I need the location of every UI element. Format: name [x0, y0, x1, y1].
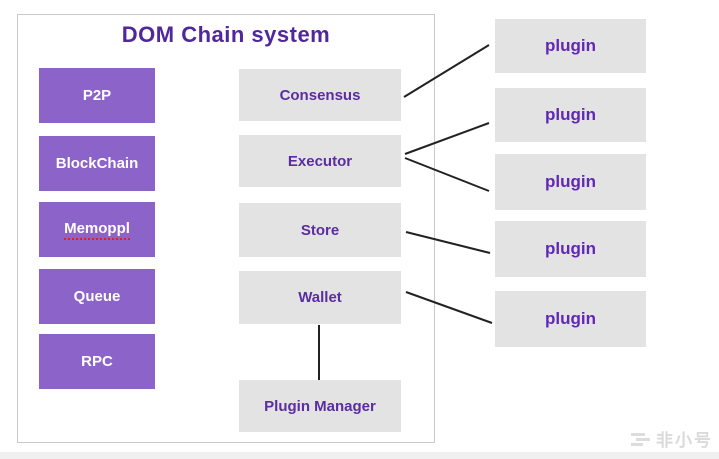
plugin-box-2-label: plugin	[545, 105, 596, 124]
panel-executor: Executor	[239, 135, 401, 187]
plugin-box-4-label: plugin	[545, 239, 596, 258]
plugin-box-3-label: plugin	[545, 172, 596, 191]
watermark-logo-icon	[631, 432, 650, 446]
plugin-box-1: plugin	[495, 19, 646, 73]
panel-wallet-label: Wallet	[298, 289, 342, 306]
diagram-title: DOM Chain system	[121, 22, 331, 47]
plugin-box-3: plugin	[495, 154, 646, 210]
bottom-edge-band	[0, 452, 719, 459]
panel-wallet: Wallet	[239, 271, 401, 324]
plugin-box-1-label: plugin	[545, 36, 596, 55]
panel-store-label: Store	[300, 221, 340, 239]
module-queue-label: Queue	[73, 288, 121, 305]
plugin-box-5: plugin	[495, 291, 646, 347]
module-memoppl-label: Memoppl	[64, 220, 130, 240]
module-blockchain: BlockChain	[39, 136, 155, 191]
module-p2p: P2P	[39, 68, 155, 123]
plugin-box-5-label: plugin	[545, 309, 596, 328]
plugin-box-4: plugin	[495, 221, 646, 277]
module-memoppl: Memoppl	[39, 202, 155, 257]
panel-plugin-manager: Plugin Manager	[239, 380, 401, 432]
panel-plugin-manager-label: Plugin Manager	[264, 397, 376, 415]
plugin-box-2: plugin	[495, 88, 646, 142]
panel-store: Store	[239, 203, 401, 257]
panel-consensus-label: Consensus	[279, 86, 361, 104]
module-p2p-label: P2P	[82, 87, 112, 104]
module-queue: Queue	[39, 269, 155, 324]
watermark-text: 非小号	[656, 431, 713, 450]
watermark: 非小号	[630, 426, 713, 451]
panel-executor-label: Executor	[287, 152, 353, 170]
panel-consensus: Consensus	[239, 69, 401, 121]
module-blockchain-label: BlockChain	[55, 155, 139, 172]
module-rpc: RPC	[39, 334, 155, 389]
module-rpc-label: RPC	[81, 353, 113, 370]
